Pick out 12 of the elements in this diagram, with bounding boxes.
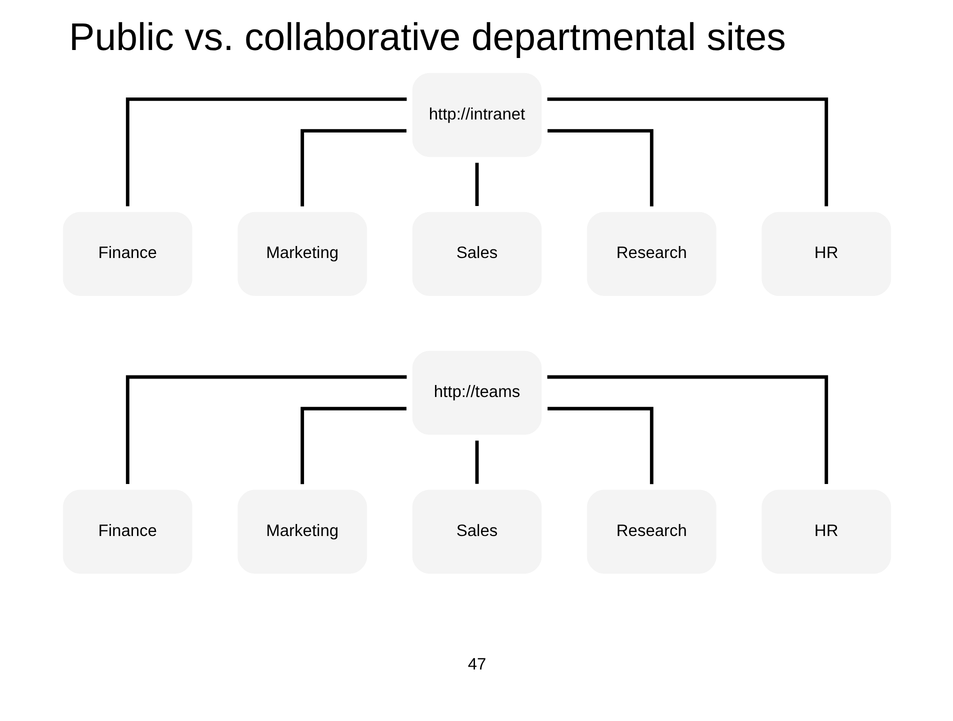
connector [474,440,478,484]
connector [300,129,406,206]
connector [300,406,406,484]
connector [546,375,828,484]
diagram-title: Public vs. collaborative departmental sites [68,16,786,60]
connector [125,97,406,206]
connector [546,97,828,206]
connector [125,375,406,484]
label: 47 [467,655,486,674]
connector [547,129,653,206]
connector [474,162,478,206]
connector [547,406,653,484]
